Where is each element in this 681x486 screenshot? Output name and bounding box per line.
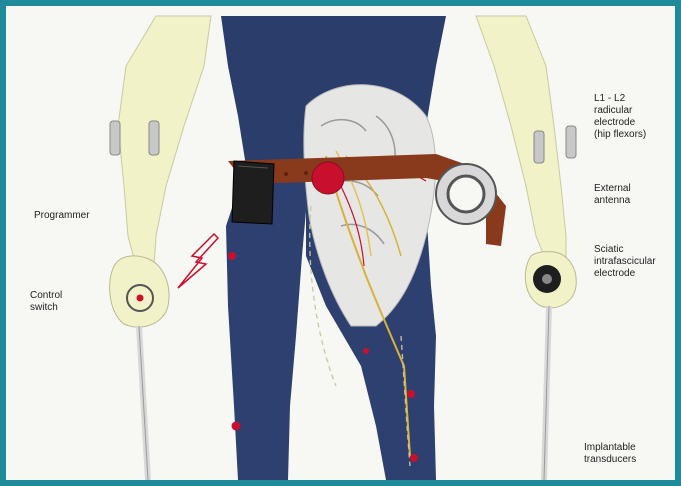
label-programmer: Programmer bbox=[34, 210, 90, 222]
label-implantable-transducers: Implantable transducers bbox=[584, 442, 636, 466]
label-control-switch: Control switch bbox=[30, 290, 62, 314]
left-cuff-electrode-a bbox=[110, 121, 120, 155]
external-antenna-inner bbox=[448, 176, 484, 212]
transducer-1 bbox=[228, 252, 236, 260]
transducer-4 bbox=[407, 390, 415, 398]
transducer-5 bbox=[410, 454, 418, 462]
programmer-device bbox=[232, 161, 274, 224]
belt-rivet-2 bbox=[304, 171, 308, 175]
label-l1-l2-radicular-electrode: L1 - L2 radicular electrode (hip flexors… bbox=[594, 93, 646, 141]
right-cuff-electrode-a bbox=[534, 131, 544, 163]
implanted-receiver bbox=[312, 162, 344, 194]
control-switch-button bbox=[137, 295, 144, 302]
sciatic-electrode-center bbox=[542, 274, 552, 284]
label-sciatic-electrode: Sciatic intrafascicular electrode bbox=[594, 244, 656, 280]
left-cuff-electrode-b bbox=[149, 121, 159, 155]
fes-system-illustration bbox=[6, 6, 675, 480]
right-cuff-electrode-b bbox=[566, 126, 576, 158]
transducer-2 bbox=[232, 422, 241, 431]
transducer-3 bbox=[363, 348, 369, 354]
label-external-antenna: External antenna bbox=[594, 183, 631, 207]
belt-rivet-1 bbox=[284, 172, 288, 176]
